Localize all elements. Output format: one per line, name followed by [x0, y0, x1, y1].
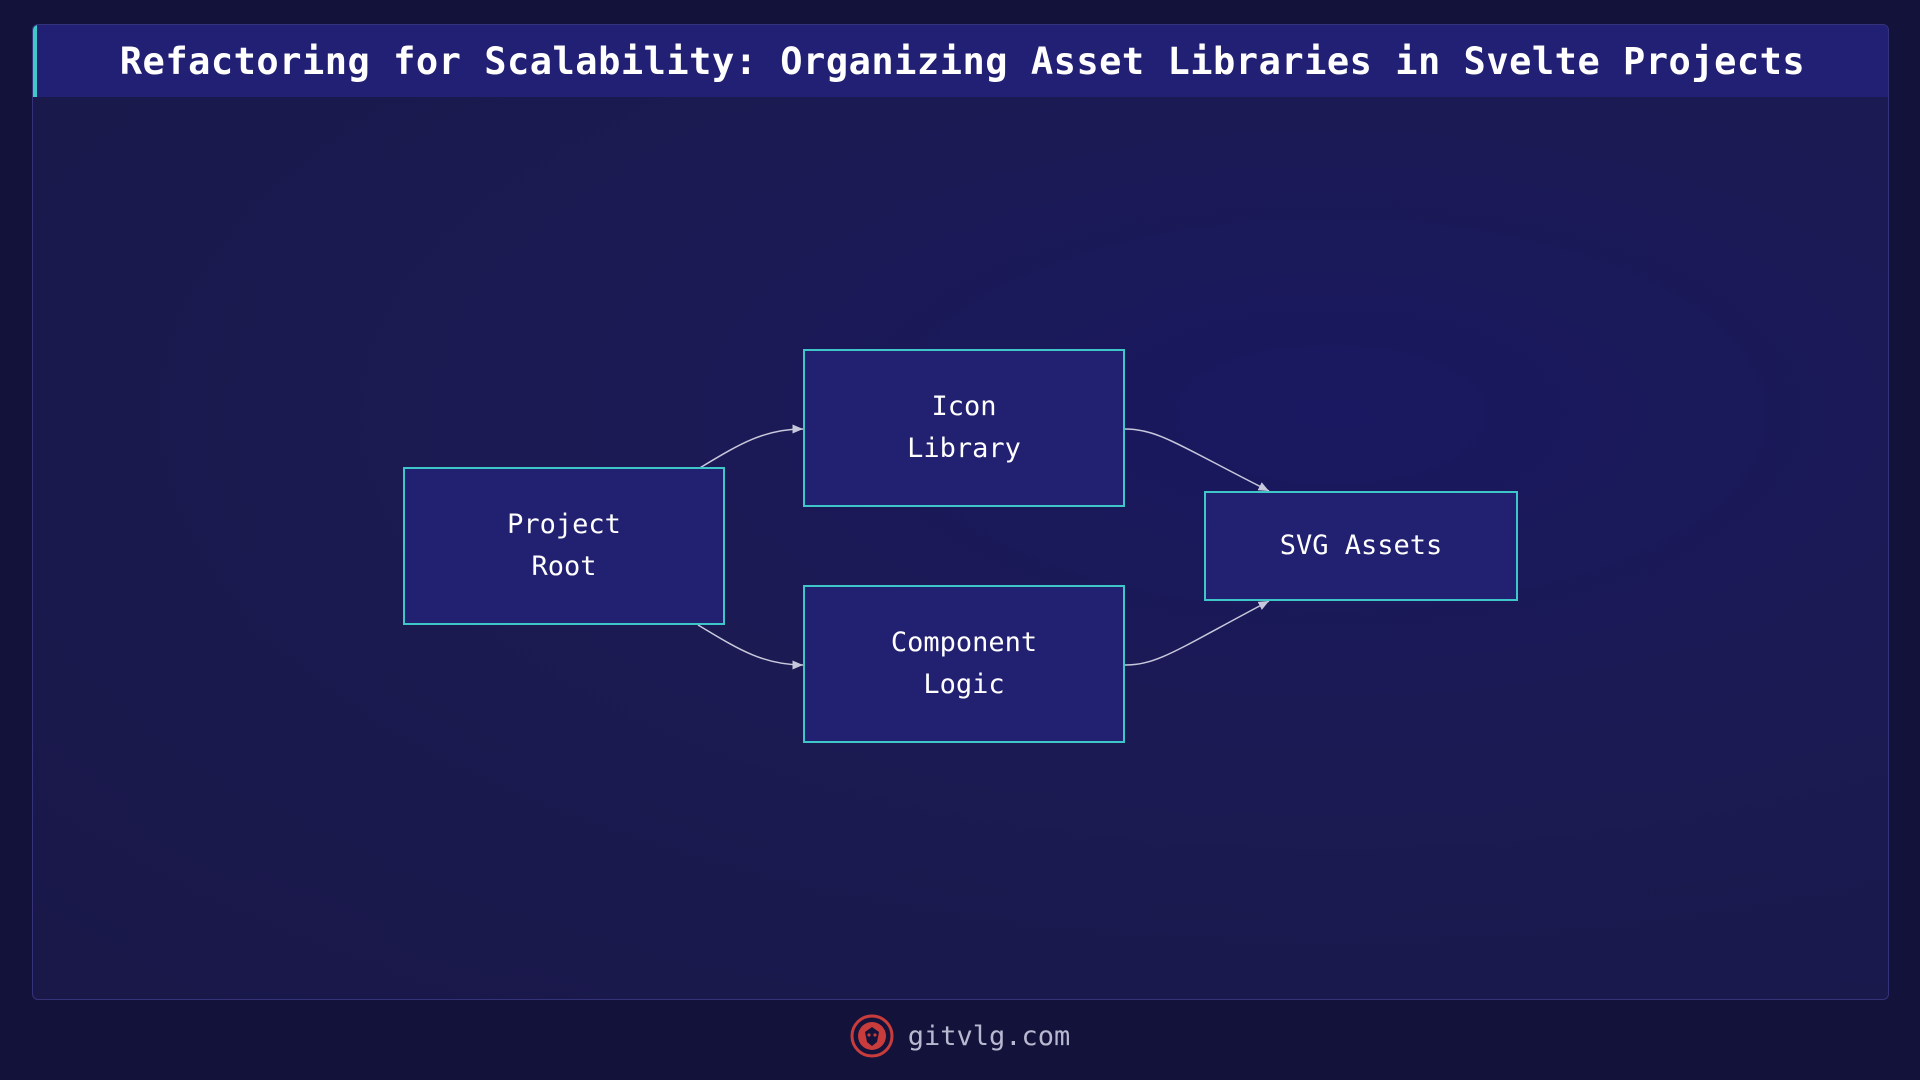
edge-component-logic-to-svg-assets	[1124, 600, 1270, 666]
node-project-root: Project Root	[403, 467, 725, 625]
diagram-edges	[697, 424, 1270, 670]
page-title: Refactoring for Scalability: Organizing …	[119, 39, 1806, 83]
diagram-frame: Refactoring for Scalability: Organizing …	[32, 24, 1889, 1000]
node-icon-library: Icon Library	[803, 349, 1125, 507]
edge-icon-library-to-svg-assets	[1124, 428, 1270, 492]
title-bar: Refactoring for Scalability: Organizing …	[33, 25, 1888, 97]
footer: gitvlg.com	[0, 1010, 1920, 1062]
lion-logo-icon	[850, 1014, 894, 1058]
node-svg-assets: SVG Assets	[1204, 491, 1518, 601]
footer-site-text[interactable]: gitvlg.com	[907, 1020, 1071, 1052]
node-component-logic: Component Logic	[803, 585, 1125, 743]
edge-project-root-to-icon-library	[697, 424, 804, 470]
edge-project-root-to-component-logic	[697, 624, 804, 670]
